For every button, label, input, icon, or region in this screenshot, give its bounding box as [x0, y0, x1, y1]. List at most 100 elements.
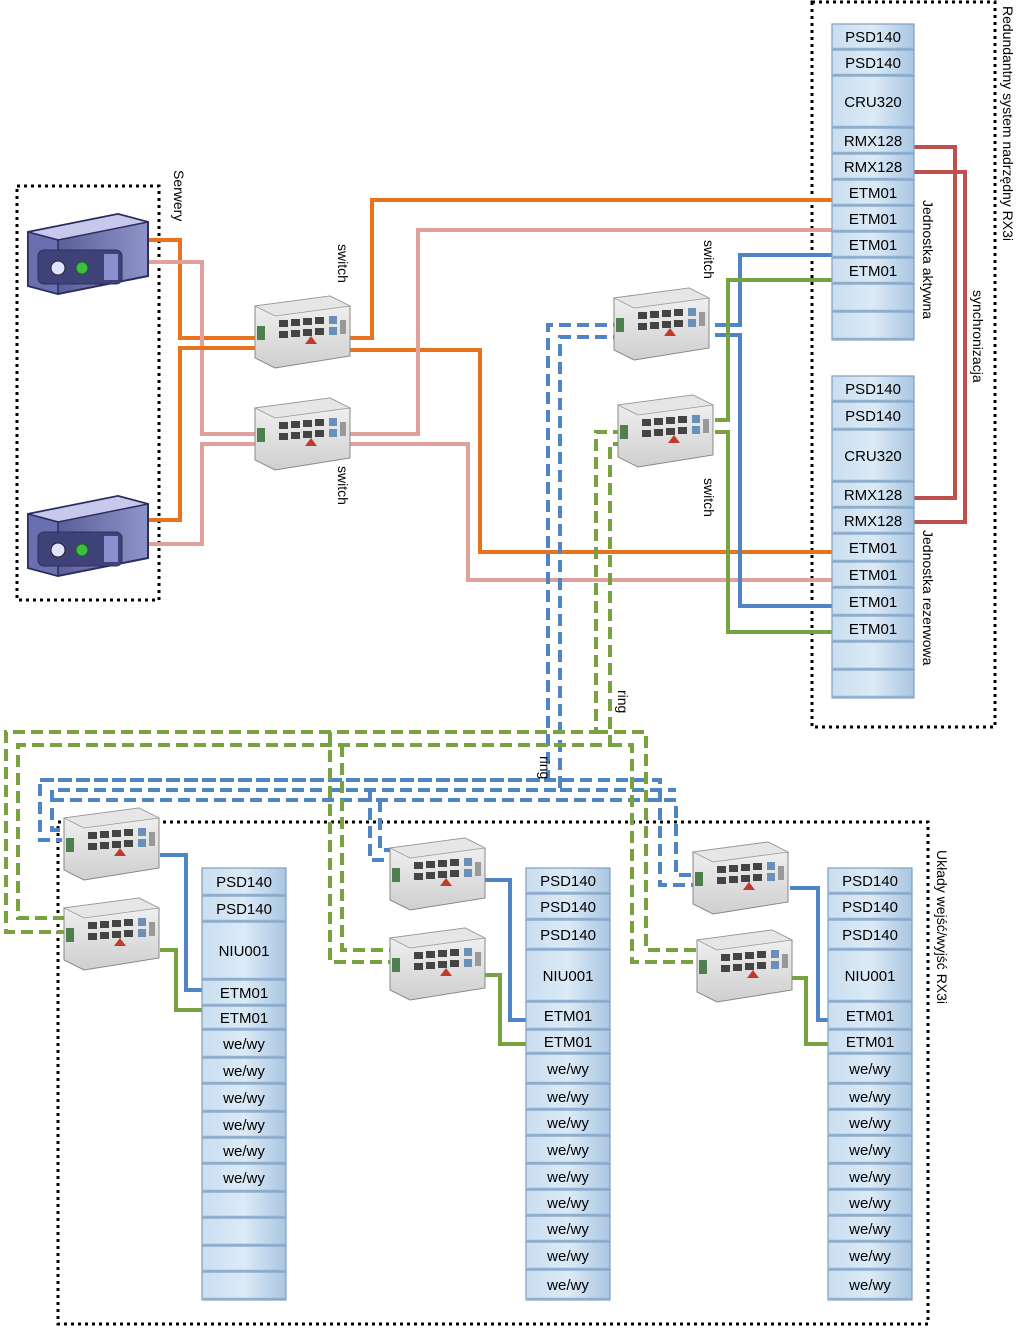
rack-module-box — [831, 615, 915, 643]
rack-module — [831, 311, 915, 341]
rack-module — [201, 1217, 287, 1247]
rack-module-box — [201, 867, 287, 897]
io3-green-link — [790, 976, 830, 1046]
rack-module-box — [831, 587, 915, 617]
io2-green-link — [485, 973, 528, 1046]
rack-module — [201, 1271, 287, 1301]
rack-module-label: we/wy — [546, 1195, 589, 1212]
rack-module-box — [525, 1083, 611, 1111]
rack-module-label: we/wy — [848, 1061, 891, 1078]
rack-module-box — [525, 1269, 611, 1301]
rack-module: PSD140 — [831, 375, 915, 403]
io2-blue-link — [485, 878, 528, 1022]
rack-module: PSD140 — [201, 895, 287, 923]
rack-module-label: ETM01 — [544, 1034, 592, 1051]
rack-active-unit: PSD140PSD140CRU320RMX128RMX128ETM01ETM01… — [831, 23, 915, 341]
rack-io-1: PSD140PSD140NIU001ETM01ETM01we/wywe/wywe… — [201, 867, 287, 1301]
rack-module: we/wy — [525, 1135, 611, 1165]
rack-module-box — [831, 641, 915, 671]
rack-module-box — [831, 49, 915, 77]
rack-module: PSD140 — [827, 867, 913, 895]
switch-blue — [613, 287, 710, 361]
rack-module-box — [201, 1271, 287, 1301]
rack-module-box — [831, 283, 915, 313]
rack-module-box — [831, 669, 915, 699]
rack-module-box — [525, 1053, 611, 1085]
blue-ring — [38, 323, 695, 887]
rack-module: ETM01 — [201, 979, 287, 1007]
rack-module: ETM01 — [831, 231, 915, 259]
rack-module-box — [525, 1135, 611, 1165]
rack-io-3: PSD140PSD140PSD140NIU001ETM01ETM01we/wyw… — [827, 867, 913, 1301]
blue-switch-to-backup-etm — [715, 333, 832, 608]
rack-module-box — [827, 1109, 913, 1137]
rack-module: we/wy — [525, 1241, 611, 1271]
rack-module-label: we/wy — [222, 1090, 265, 1107]
rack-module: we/wy — [201, 1111, 287, 1139]
rack-module: we/wy — [827, 1135, 913, 1165]
rack-module: we/wy — [525, 1109, 611, 1137]
rack-module-label: RMX128 — [844, 513, 902, 530]
green-switch-to-backup-etm — [715, 430, 832, 634]
sync-line-2 — [912, 170, 967, 524]
rack-module-label: we/wy — [848, 1248, 891, 1265]
rack-module: ETM01 — [525, 1001, 611, 1031]
rack-module: we/wy — [827, 1163, 913, 1191]
rack-module-label: we/wy — [546, 1248, 589, 1265]
rack-module-box — [831, 231, 915, 259]
rack-module-label: NIU001 — [219, 943, 270, 960]
backup-unit-label: Jednostka rezerwowa — [920, 530, 936, 666]
rack-module-box — [201, 1111, 287, 1139]
rack-module: we/wy — [827, 1053, 913, 1085]
rack-module-box — [201, 1245, 287, 1273]
rack-module-box — [831, 153, 915, 181]
rack-module-label: PSD140 — [842, 873, 898, 890]
rack-module-label: ETM01 — [544, 1008, 592, 1025]
rack-module-box — [831, 179, 915, 207]
rack-module: CRU320 — [831, 429, 915, 483]
rack-module-label: ETM01 — [846, 1034, 894, 1051]
rack-module: PSD140 — [201, 867, 287, 897]
server-1 — [27, 213, 149, 295]
rack-module: we/wy — [525, 1163, 611, 1191]
rack-module — [831, 283, 915, 313]
rack-module: ETM01 — [831, 179, 915, 207]
rack-module-label: ETM01 — [849, 594, 897, 611]
rack-module-label: PSD140 — [842, 899, 898, 916]
rack-module-box — [201, 895, 287, 923]
ring-label-blue: ring — [537, 756, 553, 779]
rack-module — [831, 641, 915, 671]
rack-module-label: we/wy — [848, 1169, 891, 1186]
rack-module: ETM01 — [831, 205, 915, 233]
rack-module-label: we/wy — [848, 1277, 891, 1294]
rack-module-box — [201, 1163, 287, 1193]
rack-module: PSD140 — [827, 893, 913, 921]
rack-module: we/wy — [525, 1053, 611, 1085]
rack-module-label: ETM01 — [849, 237, 897, 254]
server2-pink-link — [142, 442, 258, 546]
server1-orange-link — [142, 238, 258, 340]
rack-module-box — [831, 533, 915, 563]
rack-module-box — [201, 1029, 287, 1059]
rack-module-box — [831, 429, 915, 483]
rack-module-box — [201, 979, 287, 1007]
rack-module-label: RMX128 — [844, 159, 902, 176]
rack-module-box — [831, 561, 915, 589]
top-system-box — [810, 0, 997, 729]
connections — [142, 145, 967, 1046]
rack-module-label: we/wy — [848, 1115, 891, 1132]
rack-module-label: PSD140 — [845, 55, 901, 72]
rack-module-box — [827, 1001, 913, 1031]
ring-label-green: ring — [615, 690, 631, 713]
rack-module: PSD140 — [827, 919, 913, 951]
rack-module-box — [831, 375, 915, 403]
rack-module-box — [201, 1137, 287, 1165]
rack-module: we/wy — [827, 1241, 913, 1271]
sync-line-1 — [912, 145, 957, 500]
rack-module-label: we/wy — [546, 1142, 589, 1159]
rack-module-label: PSD140 — [845, 381, 901, 398]
rack-module-label: NIU001 — [543, 968, 594, 985]
rack-module-label: ETM01 — [846, 1008, 894, 1025]
rack-module: PSD140 — [831, 49, 915, 77]
io-system-label: Układy wejść/wyjść RX3i — [934, 850, 950, 1004]
